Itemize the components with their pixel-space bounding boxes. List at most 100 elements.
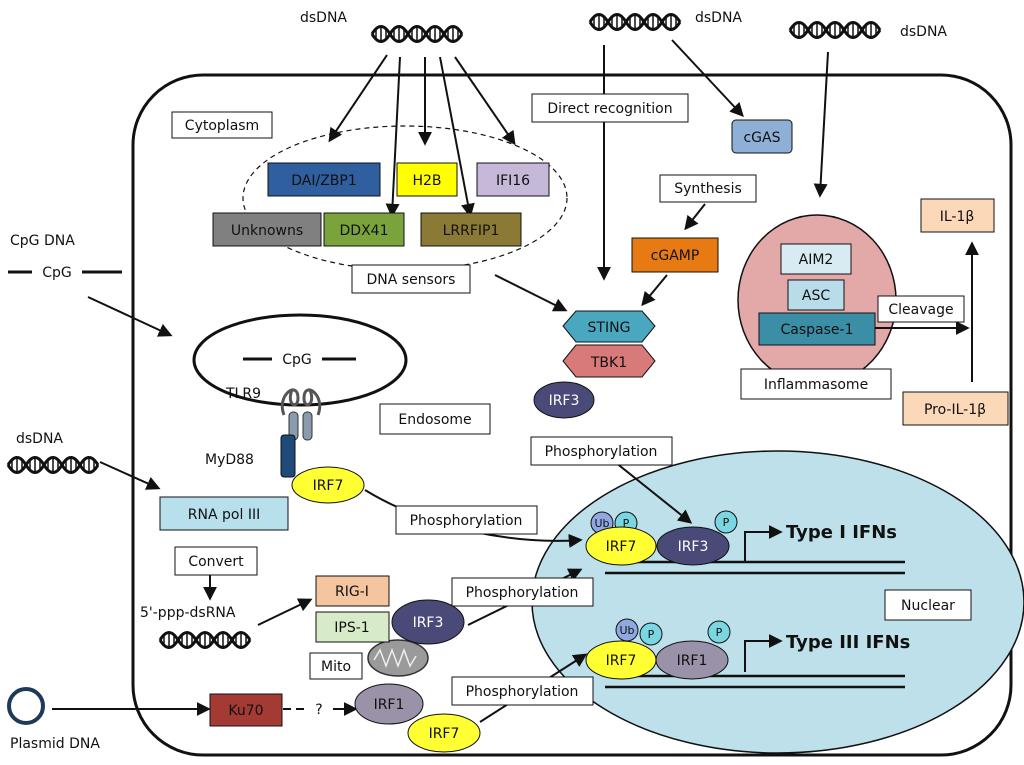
pro-il1b-node: Pro-IL-1β [902,391,1009,426]
nuclear-label: Nuclear [884,589,972,621]
svg-text:IRF3: IRF3 [549,393,580,409]
p-marker-4: P [707,620,731,644]
mito-label: Mito [309,652,363,680]
h2b-sensor: H2B [396,162,458,197]
svg-text:DAI/ZBP1: DAI/ZBP1 [291,173,357,189]
dna-sensor-region [242,125,568,271]
cpg-dna-label: CpG DNA [10,233,75,249]
irf3-cytoplasm-node: IRF3 [533,381,595,419]
svg-text:Convert: Convert [188,554,244,570]
cpg-outer-label: CpG [42,265,72,281]
svg-text:Ub: Ub [619,624,634,637]
phosphorylation-label-irf7: Phosphorylation [395,505,538,535]
irf1-nuclear-2: IRF1 [655,640,729,680]
svg-text:IFI16: IFI16 [496,173,530,189]
asc-node: ASC [787,279,845,311]
svg-text:TBK1: TBK1 [590,355,627,371]
svg-text:ASC: ASC [802,288,830,304]
irf7-nuclear-2: IRF7 [585,640,657,680]
unknown-link-question: ? [315,702,322,718]
svg-text:IRF7: IRF7 [606,653,637,669]
aim2-node: AIM2 [780,243,852,275]
svg-text:Cytoplasm: Cytoplasm [185,118,259,134]
svg-text:Endosome: Endosome [398,412,471,428]
ddx41-sensor: DDX41 [323,212,405,247]
svg-text:Ku70: Ku70 [228,703,263,719]
svg-text:AIM2: AIM2 [799,252,834,268]
inflammasome-label: Inflammasome [740,368,892,400]
svg-text:IRF3: IRF3 [678,539,709,555]
direct-recognition-label: Direct recognition [531,93,689,123]
svg-text:STING: STING [588,320,631,336]
dsdna-label-top-left: dsDNA [300,10,347,26]
rna-pol-iii-node: RNA pol III [159,496,289,531]
irf3-nuclear-1: IRF3 [656,526,730,566]
dna-sensors-label: DNA sensors [351,264,471,294]
myd88-adapter [280,434,296,478]
svg-text:IRF1: IRF1 [677,653,708,669]
irf3-mito-node: IRF3 [391,599,465,645]
svg-text:Cleavage: Cleavage [888,302,953,318]
cell-membrane [131,73,1013,757]
convert-label: Convert [174,546,258,576]
svg-text:IRF7: IRF7 [606,539,637,555]
cpg-endosome-label: CpG [282,352,312,368]
svg-text:Inflammasome: Inflammasome [764,377,868,393]
cleavage-label: Cleavage [877,295,965,323]
svg-text:LRRFIP1: LRRFIP1 [443,223,500,239]
type-iii-ifns-label: Type III IFNs [786,632,910,653]
dsdna-helix-left [6,456,100,474]
svg-text:Phosphorylation: Phosphorylation [466,684,579,700]
dsdna-label-top-right: dsDNA [900,24,947,40]
svg-text:P: P [648,628,655,641]
svg-text:Nuclear: Nuclear [901,598,955,614]
svg-text:Mito: Mito [321,659,351,675]
mitochondrion [367,639,429,677]
svg-text:Phosphorylation: Phosphorylation [410,513,523,529]
svg-text:P: P [623,517,630,530]
svg-text:RIG-I: RIG-I [335,584,369,600]
phosphorylation-label-irf1: Phosphorylation [451,676,594,706]
svg-text:Unknowns: Unknowns [231,223,303,239]
cgas-node: cGAS [731,119,793,154]
type-i-ifns-label: Type I IFNs [786,522,897,543]
svg-text:Direct recognition: Direct recognition [547,101,672,117]
ips-1-node: IPS-1 [315,611,390,643]
svg-text:RNA pol III: RNA pol III [188,507,260,523]
cgamp-node: cGAMP [631,237,719,273]
endosome-label: Endosome [379,403,491,435]
svg-text:Phosphorylation: Phosphorylation [466,585,579,601]
irf7-nuclear-1: IRF7 [585,526,657,566]
svg-text:IL-1β: IL-1β [940,209,975,225]
sting-node: STING [562,310,656,343]
svg-text:cGAMP: cGAMP [651,248,700,264]
svg-text:cGAS: cGAS [743,130,780,146]
phosphorylation-label-sting: Phosphorylation [530,436,673,466]
svg-text:Ub: Ub [594,517,609,530]
dsrna-helix [158,631,252,649]
phosphorylation-label-mito: Phosphorylation [451,577,594,607]
svg-text:H2B: H2B [412,173,441,189]
svg-text:IPS-1: IPS-1 [334,620,369,636]
il1b-node: IL-1β [920,198,995,233]
svg-text:IRF1: IRF1 [374,697,405,713]
lrrfip1-sensor: LRRFIP1 [420,212,522,247]
irf1-cytoplasm-node: IRF1 [354,683,424,725]
dsdna-helix-top-left [370,25,464,43]
caspase1-node: Caspase-1 [758,312,876,346]
tbk1-node: TBK1 [562,344,656,378]
dsdna-label-top-mid: dsDNA [695,10,742,26]
svg-text:Pro-IL-1β: Pro-IL-1β [924,402,986,418]
cytoplasm-label: Cytoplasm [171,111,273,139]
plasmid-dna-label: Plasmid DNA [10,736,100,752]
unknowns-sensor: Unknowns [212,212,322,247]
p-marker-2: P [714,510,738,534]
dsdna-helix-top-right [788,21,882,39]
svg-text:Phosphorylation: Phosphorylation [545,444,658,460]
svg-text:Caspase-1: Caspase-1 [781,322,854,338]
svg-text:IRF3: IRF3 [413,615,444,631]
svg-text:P: P [716,626,723,639]
svg-text:DDX41: DDX41 [340,223,389,239]
svg-text:IRF7: IRF7 [429,726,460,742]
